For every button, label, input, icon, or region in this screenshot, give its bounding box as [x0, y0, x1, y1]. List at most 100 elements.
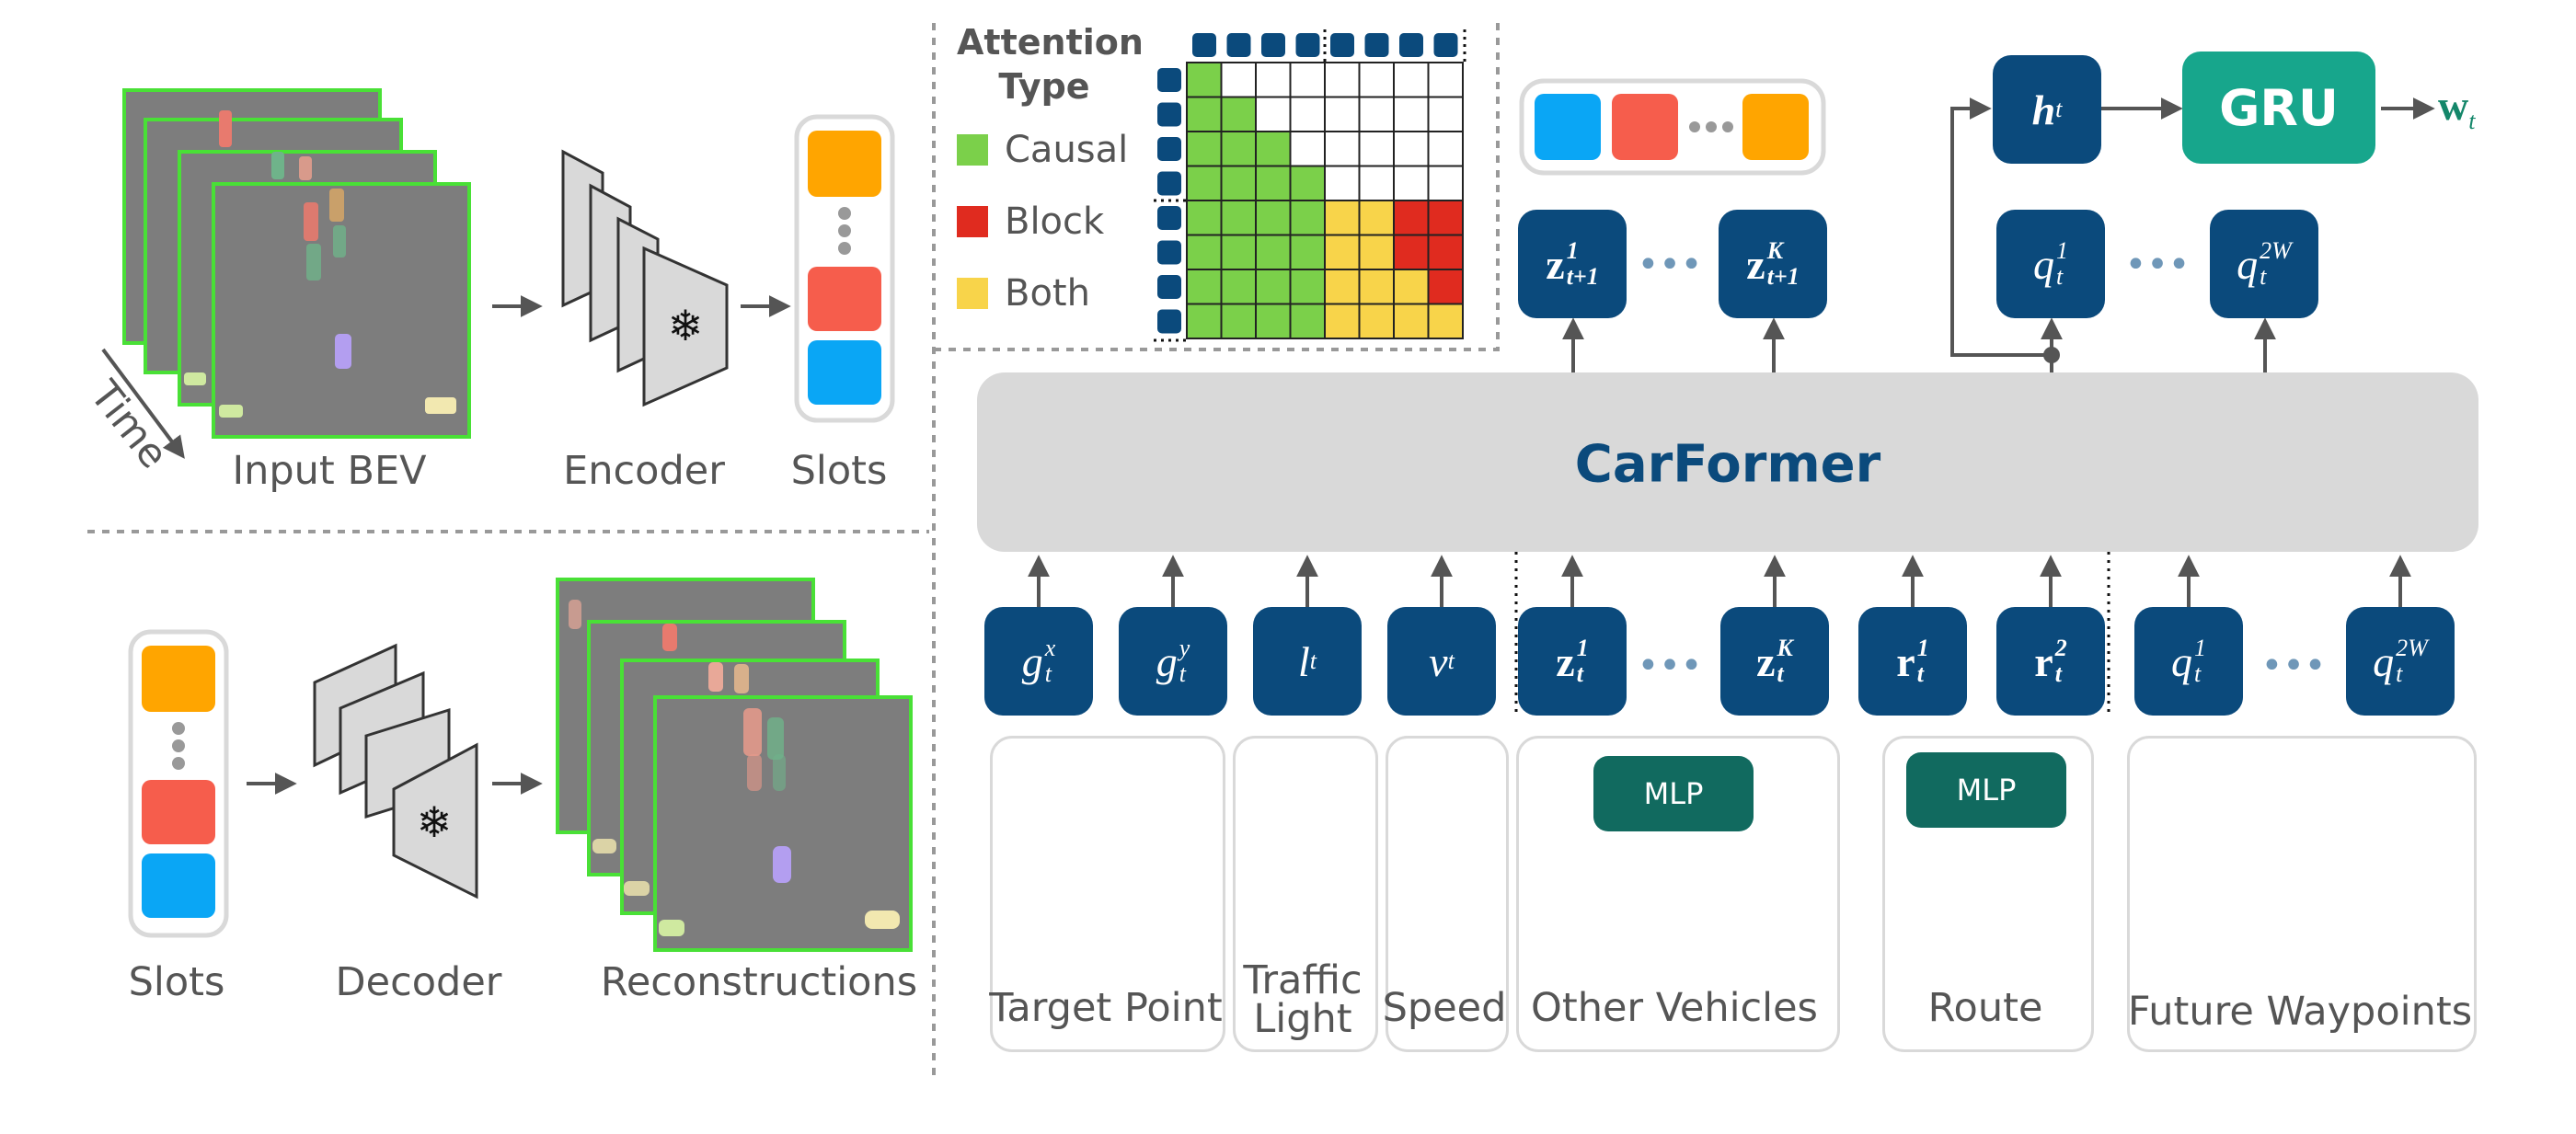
attention-column-token — [1192, 33, 1216, 57]
ellipsis: ••• — [2260, 645, 2327, 687]
attention-cell — [1427, 234, 1464, 270]
input-bev-label: Input BEV — [232, 448, 427, 494]
decoder-block — [313, 643, 478, 899]
attention-column-token — [1295, 33, 1320, 57]
attention-cell — [1220, 234, 1257, 270]
legend-title-line2: Type — [998, 66, 1090, 107]
attention-cell — [1393, 269, 1430, 305]
attention-cell — [1220, 165, 1257, 201]
attention-cell — [1324, 269, 1361, 305]
attention-cell — [1427, 62, 1464, 98]
attention-cell — [1393, 200, 1430, 236]
future-waypoints-label: Future Waypoints — [2127, 989, 2473, 1035]
attention-cell — [1255, 303, 1292, 339]
attention-cell — [1220, 303, 1257, 339]
legend-label-block: Block — [1005, 200, 1105, 243]
encoder-label: Encoder — [563, 448, 725, 494]
attention-cell — [1358, 269, 1395, 305]
attention-cell — [1289, 131, 1326, 167]
input-bev-stack — [122, 88, 471, 439]
waypoint-output-label: wt — [2438, 82, 2476, 135]
attention-cell — [1393, 165, 1430, 201]
time-arrow — [101, 348, 185, 459]
attention-cell — [1289, 200, 1326, 236]
legend-item-both: Both — [957, 272, 1090, 315]
attention-cell — [1393, 62, 1430, 98]
attention-cell — [1220, 62, 1257, 98]
attention-cell — [1358, 234, 1395, 270]
attention-cell — [1220, 200, 1257, 236]
attention-cell — [1186, 269, 1223, 305]
attention-cell — [1393, 303, 1430, 339]
output-arrows — [1562, 97, 2435, 372]
slots-label-top: Slots — [790, 448, 888, 494]
attention-column-token — [1433, 33, 1458, 57]
attention-row-token — [1157, 206, 1181, 230]
attention-cell — [1324, 96, 1361, 132]
attention-cell — [1289, 269, 1326, 305]
traffic-light-label-2: Light — [1253, 996, 1352, 1042]
attention-row-token — [1157, 102, 1181, 127]
ellipsis: ••• — [1637, 244, 1703, 286]
attention-cell — [1289, 303, 1326, 339]
attention-cell — [1324, 234, 1361, 270]
attention-row-token — [1157, 275, 1181, 299]
card-traffic-light — [1233, 736, 1378, 1052]
attention-cell — [1289, 96, 1326, 132]
attention-cell — [1358, 165, 1395, 201]
attention-cell — [1358, 200, 1395, 236]
attention-cell — [1427, 303, 1464, 339]
card-future-waypoints — [2127, 736, 2477, 1052]
attention-column-token — [1399, 33, 1423, 57]
attention-column-token — [1261, 33, 1285, 57]
traffic-light-label-1: Traffic — [1243, 957, 1363, 1003]
legend-title: Attention Type — [957, 20, 1144, 109]
attention-cell — [1427, 96, 1464, 132]
legend-title-line1: Attention — [957, 22, 1144, 63]
attention-cell — [1427, 200, 1464, 236]
attention-cell — [1255, 131, 1292, 167]
attention-cell — [1358, 96, 1395, 132]
attention-cell — [1255, 96, 1292, 132]
attention-cell — [1186, 200, 1223, 236]
attention-cell — [1186, 303, 1223, 339]
attention-row-token — [1157, 309, 1181, 334]
ellipsis: ••• — [2124, 244, 2191, 286]
route-label: Route — [1927, 985, 2043, 1031]
attention-cell — [1289, 234, 1326, 270]
attention-cell — [1186, 96, 1223, 132]
legend-label-both: Both — [1005, 272, 1090, 315]
attention-cell — [1427, 269, 1464, 305]
attention-matrix — [1154, 29, 1466, 342]
legend-box-border — [934, 18, 1500, 351]
attention-cell — [1220, 131, 1257, 167]
attention-cell — [1393, 131, 1430, 167]
legend-swatch-block — [957, 206, 988, 237]
mlp-block-vehicles: MLP — [1593, 756, 1754, 831]
waypoint-output-symbol: w — [2438, 82, 2469, 129]
gru-block: GRU — [2182, 52, 2375, 164]
attention-row-token — [1157, 171, 1181, 196]
input-arrows — [1028, 555, 2411, 607]
carformer-title: CarFormer — [1574, 434, 1881, 495]
attention-cell — [1289, 62, 1326, 98]
attention-row-token — [1157, 137, 1181, 161]
target-point-label: Target Point — [989, 985, 1223, 1031]
attention-column-token — [1226, 33, 1251, 57]
attention-cell — [1220, 269, 1257, 305]
attention-cell — [1255, 234, 1292, 270]
attention-cell — [1358, 303, 1395, 339]
legend-label-causal: Causal — [1005, 129, 1129, 171]
